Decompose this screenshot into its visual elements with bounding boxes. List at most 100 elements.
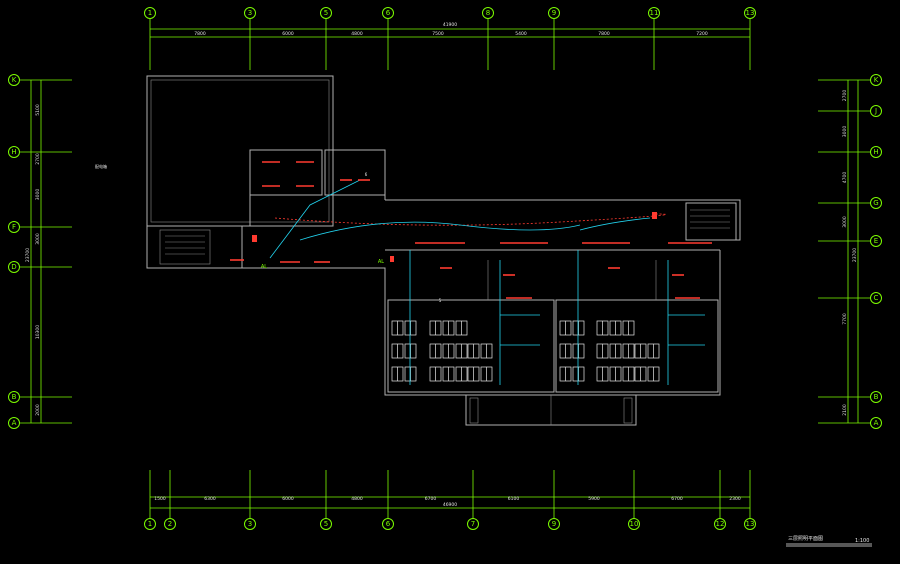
dim-left-seg: 5100	[35, 104, 41, 116]
room-mid-label: 6	[365, 172, 368, 177]
axis-right-B: B	[870, 391, 882, 403]
plan-labels: 配电箱 AL AL 6 5	[95, 163, 442, 303]
svg-text:13: 13	[746, 9, 755, 17]
axis-bottom-3: 3	[244, 518, 256, 530]
dim-bottom-seg: 6300	[204, 496, 216, 502]
axis-right-C: C	[870, 292, 882, 304]
dim-top-seg: 7500	[432, 31, 444, 37]
dim-right-seg: 2700	[842, 90, 848, 102]
axis-top-5: 5	[320, 7, 332, 19]
axis-top-9: 9	[548, 7, 560, 19]
svg-text:B: B	[12, 393, 17, 401]
svg-text:D: D	[11, 263, 16, 271]
dim-top-seg: 5400	[515, 31, 527, 37]
dim-top-total: 41900	[443, 22, 457, 28]
dim-bottom-seg: 1500	[154, 496, 166, 502]
dim-bottom-total: 46900	[443, 502, 457, 508]
dim-top-seg: 7200	[696, 31, 708, 37]
axis-right-H: H	[870, 146, 882, 158]
svg-text:1: 1	[148, 9, 152, 17]
svg-text:B: B	[874, 393, 879, 401]
axis-right-J: J	[870, 105, 882, 117]
axis-right-G: G	[870, 197, 882, 209]
svg-text:7: 7	[471, 520, 475, 528]
dim-bottom-seg: 6700	[425, 496, 437, 502]
svg-text:9: 9	[552, 9, 556, 17]
axis-bottom-13: 13	[744, 518, 756, 530]
svg-text:3: 3	[248, 9, 252, 17]
svg-text:9: 9	[552, 520, 556, 528]
axis-left-A: A	[8, 417, 20, 429]
axis-bottom-7: 7	[467, 518, 479, 530]
dim-bottom-seg: 2300	[729, 496, 741, 502]
axis-top-1: 1	[144, 7, 156, 19]
axis-left-D: D	[8, 261, 20, 273]
title-block: 三层照明平面图 1:100	[786, 536, 872, 547]
svg-text:3: 3	[248, 520, 252, 528]
dim-left-seg: 3000	[35, 233, 41, 245]
svg-text:A: A	[874, 419, 879, 427]
axis-top-3: 3	[244, 7, 256, 19]
building-walls	[146, 75, 741, 426]
axis-bubbles-left: K H F D B A	[8, 74, 72, 429]
dim-left-seg: 2000	[35, 404, 41, 416]
dim-top-seg: 7800	[194, 31, 206, 37]
svg-text:A: A	[12, 419, 17, 427]
left-tag-label: 配电箱	[95, 163, 107, 169]
axis-right-A: A	[870, 417, 882, 429]
svg-text:E: E	[874, 237, 878, 245]
svg-text:6: 6	[386, 9, 391, 17]
svg-text:1: 1	[148, 520, 152, 528]
axis-left-F: F	[8, 221, 20, 233]
svg-text:F: F	[12, 223, 16, 231]
svg-text:13: 13	[746, 520, 755, 528]
svg-text:10: 10	[630, 520, 639, 528]
axis-bubbles-right: K J H G E C B A	[818, 74, 882, 429]
svg-text:J: J	[874, 107, 877, 115]
svg-text:K: K	[874, 76, 879, 84]
dim-bottom-seg: 6000	[282, 496, 294, 502]
axis-bottom-6: 6	[382, 518, 394, 530]
svg-text:6: 6	[386, 520, 391, 528]
axis-right-K: K	[870, 74, 882, 86]
lighting-fixture-grid	[391, 320, 660, 382]
axis-left-H: H	[8, 146, 20, 158]
dim-bottom-seg: 6100	[508, 496, 520, 502]
axis-bottom-1: 1	[144, 518, 156, 530]
axis-bottom-10: 10	[628, 518, 640, 530]
dim-bottom-seg: 5900	[588, 496, 600, 502]
axis-top-8: 8	[482, 7, 494, 19]
axis-left-K: K	[8, 74, 20, 86]
svg-text:G: G	[873, 199, 878, 207]
dim-right-seg: 2100	[842, 404, 848, 416]
dimension-text: 41900 46900 23700 23700	[25, 22, 858, 508]
dim-bottom-seg: 6700	[671, 496, 683, 502]
svg-text:12: 12	[716, 520, 725, 528]
svg-text:H: H	[11, 148, 16, 156]
svg-text:C: C	[874, 294, 879, 302]
axis-bottom-2: 2	[164, 518, 176, 530]
axis-top-6: 6	[382, 7, 394, 19]
dim-right-total: 23700	[852, 248, 858, 262]
dim-left-seg: 2700	[35, 153, 41, 165]
dim-top-seg: 7800	[598, 31, 610, 37]
dim-top-seg: 6000	[282, 31, 294, 37]
svg-text:11: 11	[650, 9, 659, 17]
dim-top-seg: 4800	[351, 31, 363, 37]
drawing-scale: 1:100	[855, 538, 869, 544]
electrical-layout	[230, 161, 712, 385]
room-big-label: 5	[439, 298, 442, 303]
drawing-title: 三层照明平面图	[788, 536, 823, 542]
axis-bottom-9: 9	[548, 518, 560, 530]
svg-text:2: 2	[168, 520, 172, 528]
svg-text:5: 5	[324, 9, 328, 17]
axis-bottom-12: 12	[714, 518, 726, 530]
axis-right-E: E	[870, 235, 882, 247]
dim-left-seg: 10300	[35, 325, 41, 339]
dimension-segments: 7800 6000 4800 7500 5400 7800 7200 1500 6300 6000…	[35, 31, 848, 502]
axis-top-13: 13	[744, 7, 756, 19]
dim-right-seg: 4700	[842, 172, 848, 184]
tag-a: AL	[261, 264, 267, 270]
